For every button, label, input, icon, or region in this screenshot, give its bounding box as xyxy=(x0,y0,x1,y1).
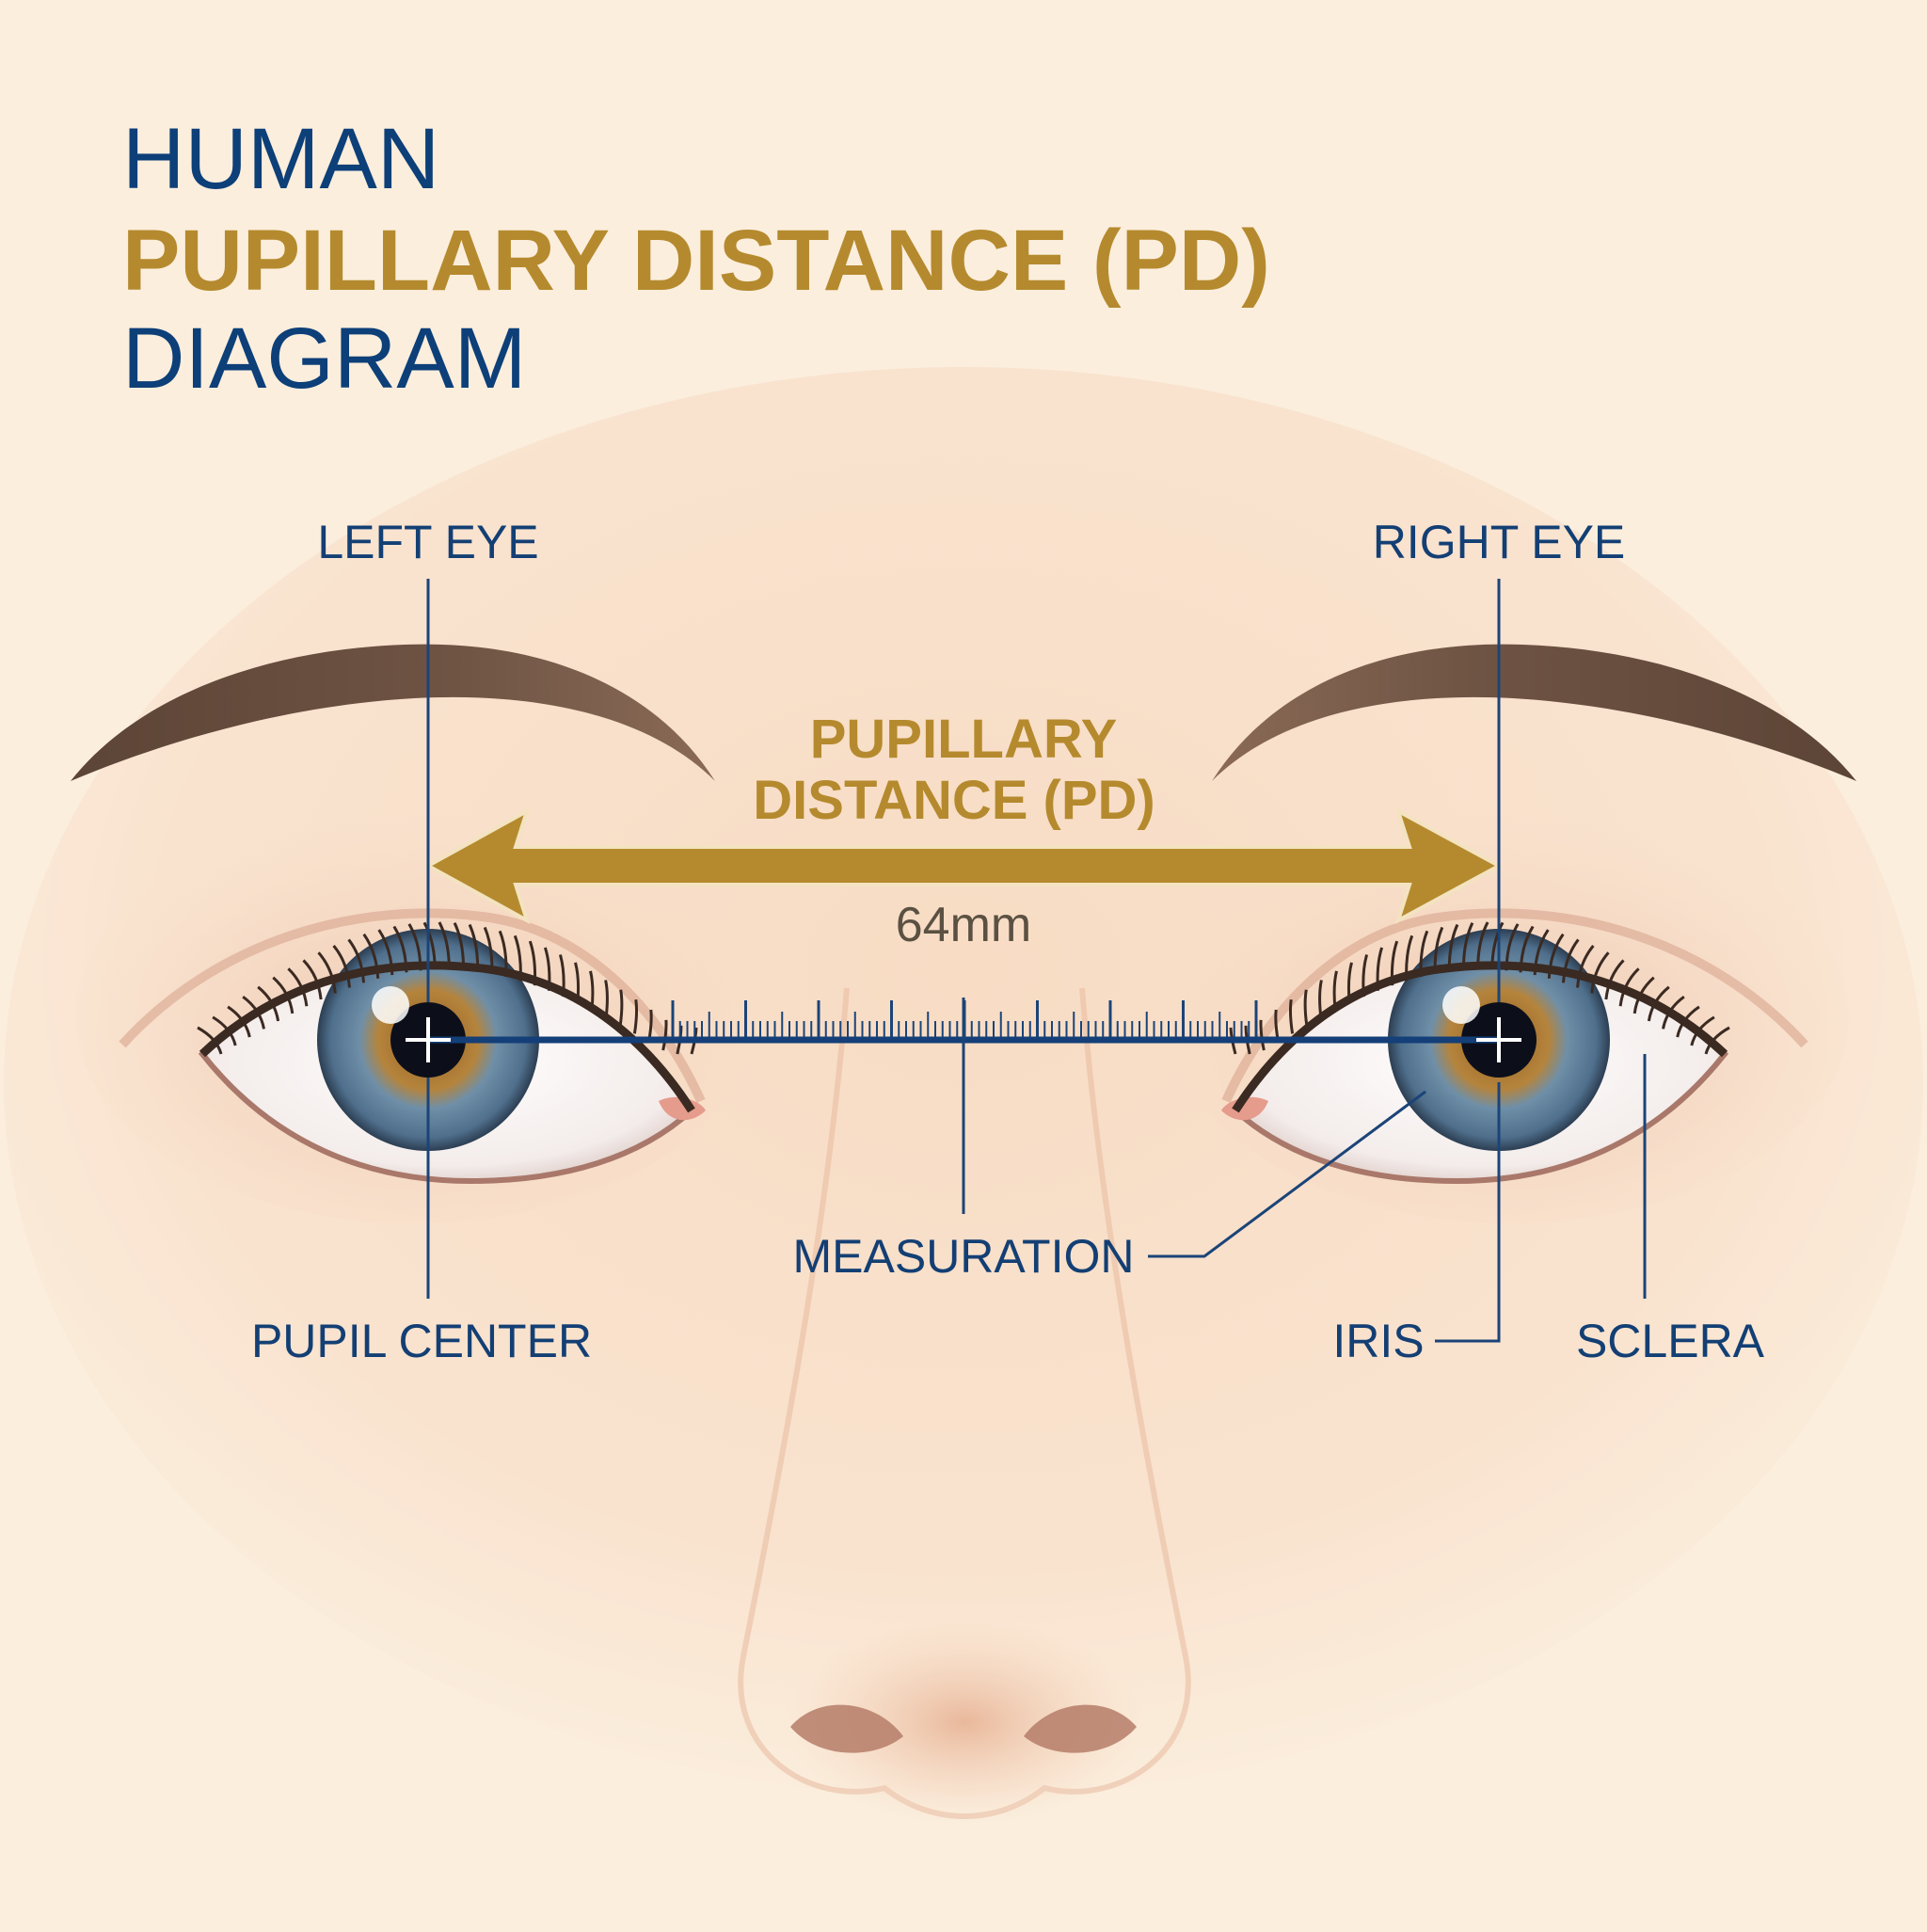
measuration-leader xyxy=(1148,1090,1426,1258)
right-tear-duct xyxy=(1221,1096,1268,1121)
left-lash-line xyxy=(199,961,695,1113)
right-upper-lid-crease xyxy=(1221,908,1808,1104)
left-eyebrow xyxy=(71,644,715,781)
right-eyebrow xyxy=(1212,644,1856,781)
label-sclera: SCLERA xyxy=(1576,1315,1765,1367)
label-pupil-center: PUPIL CENTER xyxy=(251,1315,592,1367)
label-left-eye: LEFT EYE xyxy=(317,516,538,568)
right-lashes xyxy=(1229,921,1730,1055)
nose-tip-shade xyxy=(786,1619,1143,1826)
left-nostril xyxy=(790,1704,903,1753)
left-highlight xyxy=(372,986,409,1024)
pd-label-line-2: DISTANCE (PD) xyxy=(753,770,1155,831)
measurement-ruler xyxy=(671,1000,1258,1038)
right-pupil-crosshair xyxy=(1476,1017,1521,1062)
label-iris: IRIS xyxy=(1332,1315,1424,1367)
left-tear-duct xyxy=(659,1096,706,1121)
label-right-eye: RIGHT EYE xyxy=(1373,516,1626,568)
left-pupil-crosshair xyxy=(406,1017,451,1062)
left-upper-lid-crease xyxy=(119,908,706,1104)
title-line-1: HUMAN xyxy=(122,111,439,207)
iris-leader xyxy=(1435,1082,1501,1343)
title-line-2: PUPILLARY DISTANCE (PD) xyxy=(122,213,1270,309)
left-eye xyxy=(119,908,706,1185)
right-highlight xyxy=(1442,986,1480,1024)
left-lashes xyxy=(197,921,698,1055)
right-lash-line xyxy=(1232,961,1728,1113)
right-nostril xyxy=(1024,1704,1137,1753)
pd-label-line-1: PUPILLARY xyxy=(810,709,1118,770)
title-line-3: DIAGRAM xyxy=(122,311,526,407)
label-measuration: MEASURATION xyxy=(793,1230,1135,1283)
pd-value: 64mm xyxy=(896,898,1031,952)
